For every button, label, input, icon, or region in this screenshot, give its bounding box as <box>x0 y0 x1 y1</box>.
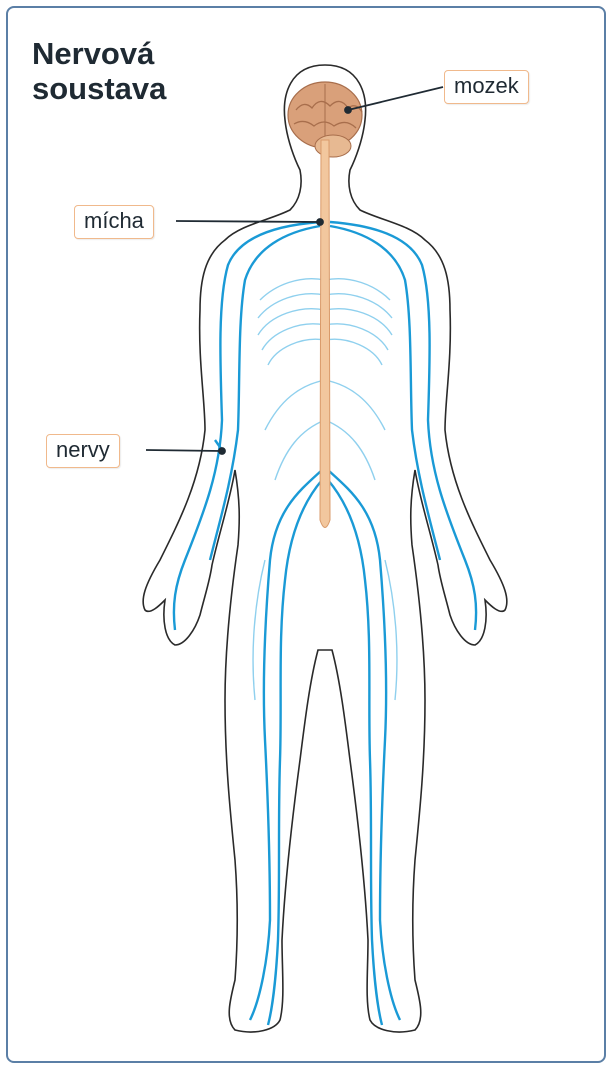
leader-lines <box>146 87 443 454</box>
label-nerves: nervy <box>46 434 120 468</box>
label-spinal-cord: mícha <box>74 205 154 239</box>
spinal-cord <box>320 140 330 528</box>
label-brain: mozek <box>444 70 529 104</box>
